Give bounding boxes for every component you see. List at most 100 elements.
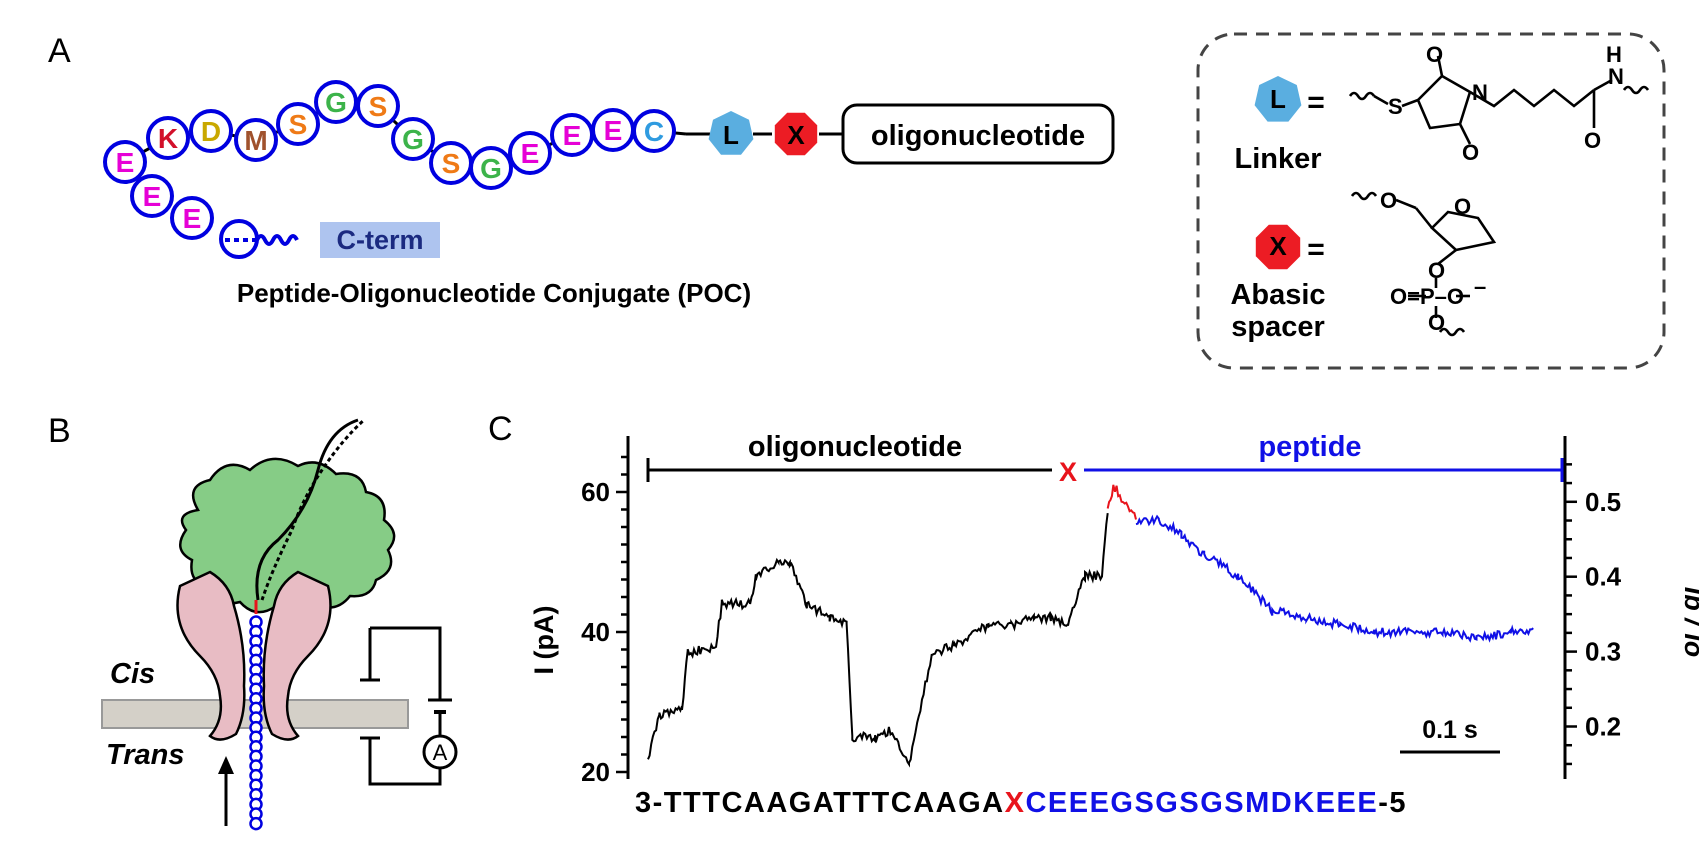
sequence-line: 3-TTTCAAGATTTCAAGAXCEEEGSGSGSMDKEEE-5 (635, 787, 1407, 819)
residue-letter: D (201, 116, 221, 147)
c-term-label: C-term (336, 225, 423, 255)
residue-circle (314, 80, 358, 124)
pore-left-half (176, 570, 246, 741)
seq-x: X (1005, 787, 1026, 819)
legend-equals-2: = (1307, 233, 1325, 266)
residue-circle (632, 109, 676, 153)
segment-bars: oligonucleotide X peptide (646, 431, 1564, 487)
poc-caption: Peptide-Oligonucleotide Conjugate (POC) (237, 278, 751, 308)
trace-peptide (1135, 514, 1534, 643)
legend-abasic-letter: X (1269, 231, 1287, 261)
abasic-octagon (774, 112, 818, 156)
residue-letter: S (289, 109, 308, 140)
oligonucleotide-box (841, 103, 1115, 165)
svg-text:O: O (1462, 140, 1479, 165)
residue-4: S (276, 102, 320, 146)
pore-right-half (262, 570, 332, 741)
residue-circle (130, 174, 174, 218)
residue-12: E (591, 108, 635, 152)
panel-b-label: B (48, 412, 71, 450)
cis-label: Cis (110, 658, 155, 690)
right-tick-label: 0.5 (1585, 487, 1621, 517)
c-term-box (320, 222, 440, 258)
seq-oligo: TTTCAAGATTTCAAGA (664, 787, 1005, 819)
bead (249, 816, 263, 831)
tail-residue-0: E (130, 174, 174, 218)
dna-strand-2 (260, 418, 366, 601)
circuit-top-wire (370, 626, 442, 700)
x-segment-label: X (1059, 457, 1077, 487)
dna-strand-1 (255, 418, 359, 601)
residue-circle (234, 118, 278, 162)
scale-bar-label: 0.1 s (1422, 716, 1478, 744)
svg-text:O: O (1428, 310, 1445, 335)
linker-letter: L (723, 120, 739, 150)
y-axis-label-left: I (pA) (529, 606, 559, 675)
oligo-segment-label: oligonucleotide (748, 431, 962, 463)
residue-letter: M (244, 125, 267, 156)
svg-text:H: H (1606, 42, 1622, 67)
peptide-bead-chain (249, 615, 263, 831)
residue-circle (103, 140, 147, 184)
linker-heptagon (708, 111, 754, 155)
residue-7: G (391, 117, 435, 161)
residue-letter: C (644, 116, 664, 147)
panel-c-label: C (488, 410, 513, 448)
current-trace (647, 484, 1534, 768)
residue-letter: E (604, 115, 623, 146)
tail-residue-1: E (170, 196, 214, 240)
residue-letter: S (442, 148, 461, 179)
residue-letter: E (521, 138, 540, 169)
legend-linker-name: Linker (1234, 143, 1321, 175)
residue-circle (170, 196, 214, 240)
svg-text:O: O (1584, 128, 1601, 153)
seq-suffix: -5 (1378, 787, 1407, 819)
seq-peptide: CEEEGSGSGSMDKEEE (1025, 787, 1378, 819)
svg-text:O=P–O: O=P–O (1390, 284, 1464, 309)
svg-text:O: O (1428, 258, 1445, 283)
oligonucleotide-label: oligonucleotide (871, 120, 1085, 152)
legend-abasic-name-2: spacer (1231, 311, 1325, 343)
svg-text:–: – (1474, 274, 1486, 299)
residue-11: E (550, 113, 594, 157)
residue-2: D (189, 109, 233, 153)
svg-text:O: O (1380, 188, 1397, 213)
abasic-letter: X (787, 120, 805, 150)
residue-letter: E (563, 120, 582, 151)
left-tick-label: 60 (581, 477, 610, 507)
residue-13: C (632, 109, 676, 153)
residue-0: E (103, 140, 147, 184)
legend-linker-heptagon (1254, 76, 1302, 122)
residue-8: S (429, 141, 473, 185)
residue-letter: G (325, 87, 347, 118)
wavy-tail (255, 234, 299, 246)
linker-structure (1348, 55, 1650, 145)
residue-letter: G (402, 124, 424, 155)
peptide-segment-label: peptide (1258, 431, 1361, 463)
residue-3: M (234, 118, 278, 162)
residue-circle (276, 102, 320, 146)
y-axis-label-right: Ib / Io (1679, 587, 1699, 658)
svg-text:O: O (1426, 42, 1443, 67)
seq-prefix: 3- (635, 787, 664, 819)
svg-text:O: O (1454, 194, 1471, 219)
arrow-head (218, 756, 234, 774)
ammeter-letter: A (433, 740, 448, 765)
abasic-structure (1350, 191, 1497, 337)
right-tick-label: 0.4 (1585, 562, 1622, 592)
legend-abasic-name-1: Abasic (1230, 279, 1325, 311)
svg-text:S: S (1388, 94, 1403, 119)
trace-oligonucleotide (647, 512, 1109, 768)
residue-circle (469, 146, 513, 190)
right-tick-label: 0.2 (1585, 712, 1621, 742)
residue-circle (391, 117, 435, 161)
svg-text:N: N (1608, 64, 1624, 89)
trans-label: Trans (106, 739, 184, 771)
residue-circle (189, 109, 233, 153)
legend-linker-letter: L (1270, 84, 1286, 114)
left-tick-label: 40 (581, 617, 610, 647)
residue-circle (508, 131, 552, 175)
residue-circle (146, 116, 190, 160)
